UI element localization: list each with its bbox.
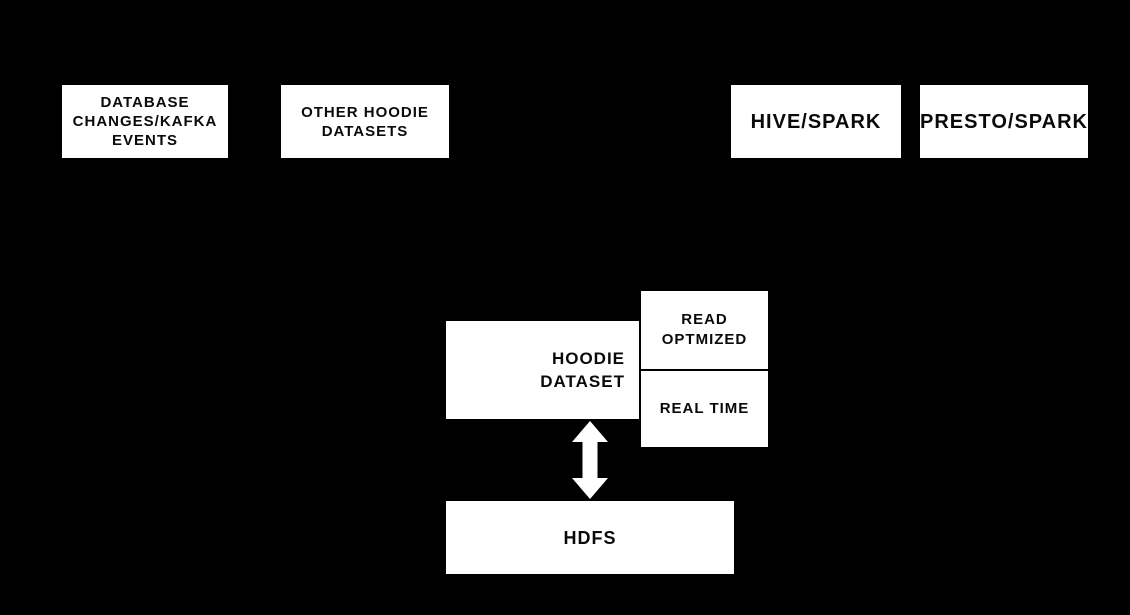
node-label-line: READ xyxy=(681,311,728,328)
node-read-optimized-view: READ OPTMIZED xyxy=(641,291,768,369)
node-label-line: DATASET xyxy=(540,372,625,391)
node-label-line: OPTMIZED xyxy=(661,331,748,348)
node-label-line: DATABASE xyxy=(100,94,190,111)
node-presto-spark: PRESTO/SPARK xyxy=(920,85,1088,158)
node-label-line: HOODIE xyxy=(551,349,625,368)
node-hoodie-dataset: HOODIE DATASET xyxy=(446,321,639,419)
node-label-line: DATASETS xyxy=(321,122,409,140)
node-other-hoodie-datasets: OTHER HOODIE DATASETS xyxy=(281,85,449,158)
node-hive-spark: HIVE/SPARK xyxy=(731,85,901,158)
node-label-line: EVENTS xyxy=(111,132,178,149)
node-label-line: PRESTO/SPARK xyxy=(920,110,1088,133)
node-label-line: REAL TIME xyxy=(659,400,750,417)
node-real-time-view: REAL TIME xyxy=(641,371,768,447)
node-label-line: HDFS xyxy=(563,527,617,548)
double-arrow-icon xyxy=(572,421,608,499)
node-label-line: HIVE/SPARK xyxy=(750,110,882,133)
node-label-line: CHANGES/KAFKA xyxy=(72,113,218,130)
node-database-changes-kafka-events: DATABASE CHANGES/KAFKA EVENTS xyxy=(62,85,228,158)
node-hdfs: HDFS xyxy=(446,501,734,574)
node-label-line: OTHER HOODIE xyxy=(301,103,429,121)
